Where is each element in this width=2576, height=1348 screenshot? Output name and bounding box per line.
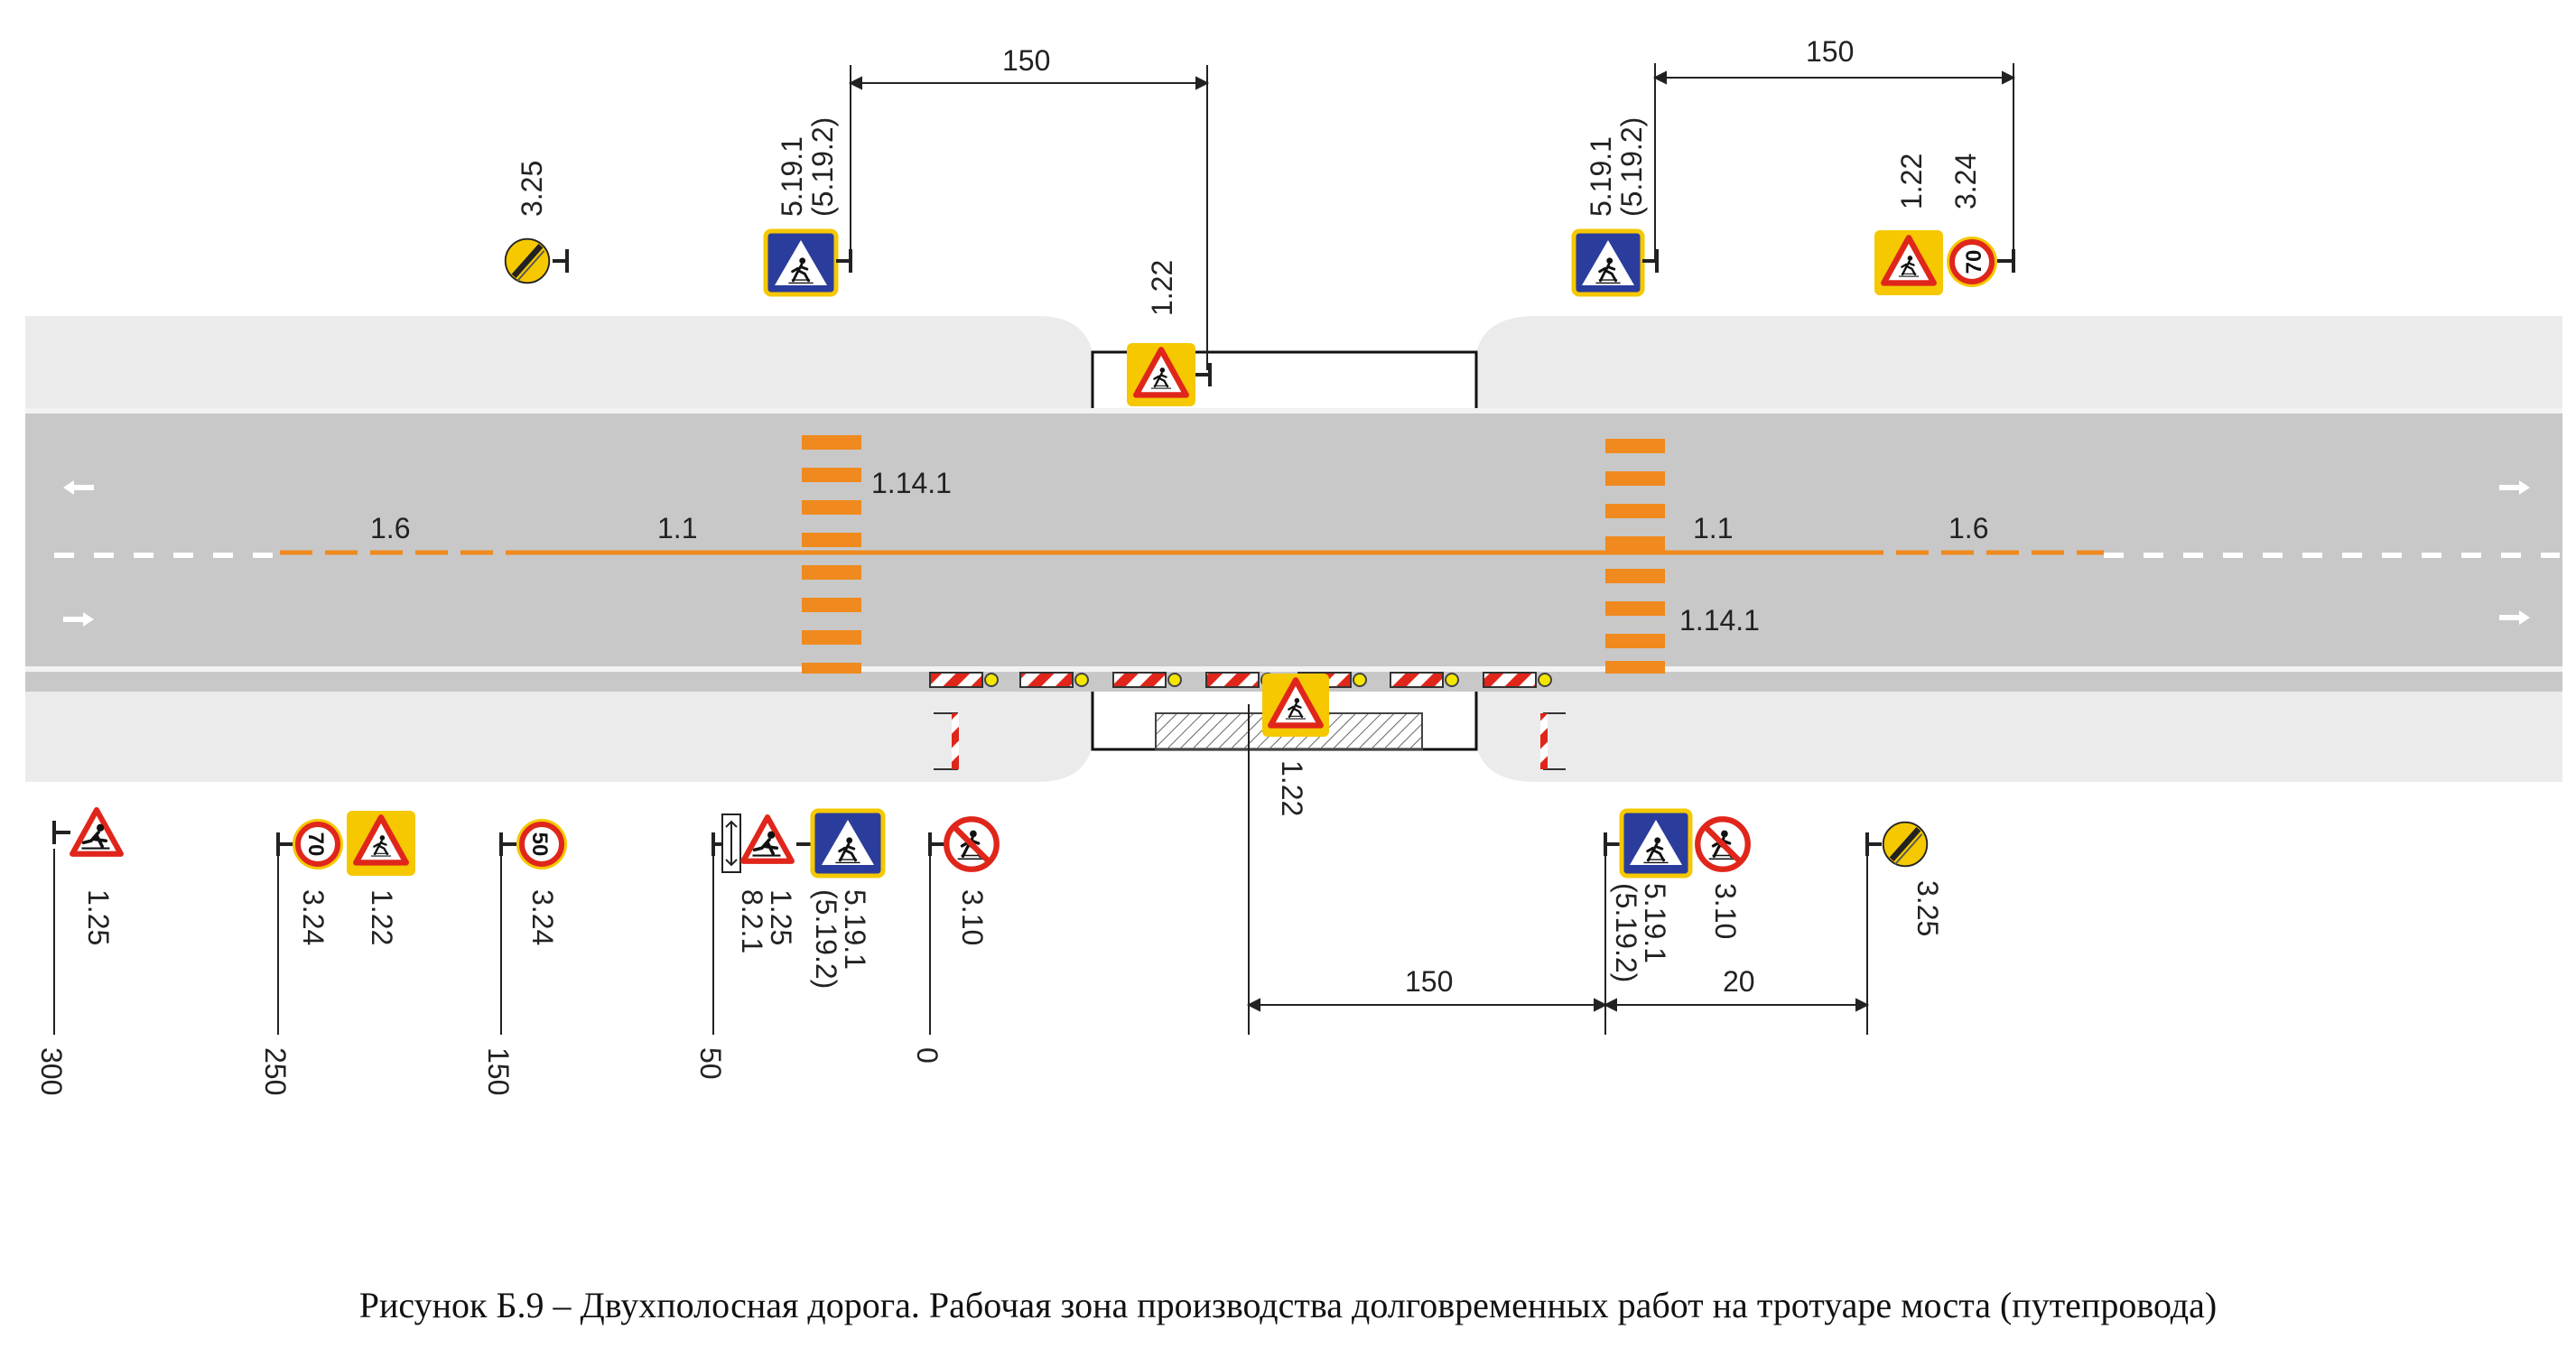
label-5-19-top-left-a: 5.19.1 [776, 136, 808, 217]
bridge-gap-top [1038, 316, 1535, 408]
end-restriction-icon [506, 239, 550, 284]
direction-arrows [63, 480, 2530, 627]
bridge-top-outline [1091, 350, 1478, 408]
sign-1-25-300: 1.25 [52, 810, 121, 945]
barriers [929, 672, 1566, 770]
lamp-icon [1167, 673, 1182, 687]
speed-limit-50: 50 [527, 832, 552, 857]
label-3-24-150: 3.24 [526, 889, 559, 945]
label-1-6-left: 1.6 [370, 512, 410, 544]
bottom-signs: 1.25 70 3.24 1.22 50 3.24 [52, 674, 1944, 989]
road-markings: 1.6 1.1 1.14.1 1.1 1.6 1.14.1 [54, 435, 2560, 674]
label-1-22-top: 1.22 [1146, 260, 1178, 316]
side-barrier-left-fill [952, 713, 959, 769]
label-zebra-left: 1.14.1 [871, 467, 952, 499]
distance-300: 300 [35, 1047, 68, 1095]
label-3-25-top: 3.25 [516, 161, 548, 217]
lamp-icon [1445, 673, 1459, 687]
dimensions [53, 63, 2016, 1035]
sign-1-22-bridge-top: 1.22 [1127, 260, 1212, 406]
label-1-22-250: 1.22 [366, 889, 398, 945]
sign-5-19-top-left: 5.19.1 (5.19.2) [763, 117, 852, 297]
top-signs: 3.25 5.19.1 (5.19.2) 1.22 5.19.1 (5.19.2… [506, 117, 2015, 406]
dim-bottom-20: 20 [1723, 965, 1755, 998]
label-5-19-top-right-b: (5.19.2) [1615, 117, 1648, 217]
lamp-icon [984, 673, 999, 687]
distance-50: 50 [694, 1047, 727, 1080]
label-1-6-right: 1.6 [1948, 512, 1988, 544]
distance-0: 0 [911, 1047, 944, 1064]
label-5-19-right-a: 5.19.1 [1639, 883, 1671, 963]
curb-top [25, 408, 2562, 414]
zebra-right [1605, 439, 1665, 674]
arrow-right-icon [63, 612, 94, 627]
end-restriction-icon [1883, 823, 1928, 867]
label-1-22-bottom: 1.22 [1276, 760, 1308, 816]
label-1-25-a: 1.25 [82, 889, 115, 945]
arrow-right-icon [2499, 610, 2530, 625]
no-pedestrians-icon [1697, 819, 1747, 869]
barrier-row [929, 672, 1537, 688]
sign-3-25-bottom: 3.25 [1865, 823, 1944, 936]
label-1-1-left: 1.1 [657, 512, 697, 544]
label-1-25-b: 1.25 [765, 889, 797, 945]
dim-bottom-150: 150 [1405, 965, 1453, 998]
sign-5-19-3-10-right: 5.19.1 (5.19.2) 3.10 [1604, 808, 1748, 982]
sign-5-19-top-right: 5.19.1 (5.19.2) [1571, 117, 1659, 297]
lamp-icon [1074, 673, 1089, 687]
distance-250: 250 [259, 1047, 292, 1095]
sign-3-24-1-22-250: 70 3.24 1.22 [276, 811, 415, 945]
distance-150: 150 [482, 1047, 515, 1095]
dim-top-right: 150 [1806, 35, 1854, 68]
label-5-19-b: (5.19.2) [810, 889, 842, 989]
curb-bottom [25, 666, 2562, 672]
sign-3-24-150: 50 3.24 [499, 819, 567, 945]
side-barrier-right-fill [1540, 713, 1548, 769]
no-pedestrians-icon [946, 819, 996, 869]
label-3-25-bottom: 3.25 [1911, 880, 1944, 936]
label-1-22-top-right: 1.22 [1895, 153, 1928, 209]
label-5-19-a: 5.19.1 [839, 889, 871, 970]
label-3-10-right: 3.10 [1709, 883, 1742, 939]
speed-limit-70-bottom: 70 [303, 832, 328, 857]
label-3-24-top-right: 3.24 [1949, 153, 1982, 209]
label-8-2-1: 8.2.1 [736, 889, 768, 953]
figure-caption: Рисунок Б.9 – Двухполосная дорога. Рабоч… [358, 1285, 2218, 1325]
arrow-left-icon [2499, 480, 2530, 495]
label-5-19-top-right-a: 5.19.1 [1585, 136, 1617, 217]
sign-3-25-top: 3.25 [506, 161, 569, 284]
road-works-icon [72, 810, 121, 854]
label-3-24-250: 3.24 [297, 889, 330, 945]
lamp-icon [1353, 673, 1367, 687]
label-1-1-right: 1.1 [1693, 512, 1733, 544]
label-5-19-right-b: (5.19.2) [1610, 883, 1642, 982]
carriageway [25, 408, 2562, 692]
lamp-icon [1538, 673, 1552, 687]
sign-1-22-3-24-top-right: 70 1.22 3.24 [1874, 153, 2015, 295]
label-zebra-right: 1.14.1 [1679, 604, 1760, 637]
arrow-left-icon [63, 480, 94, 495]
zebra-left [802, 435, 861, 674]
label-3-10: 3.10 [956, 889, 989, 945]
dim-top-left: 150 [1002, 44, 1050, 77]
sign-1-22-bridge-bottom: 1.22 [1262, 674, 1329, 816]
road-works-icon [743, 817, 792, 861]
label-5-19-top-left-b: (5.19.2) [806, 117, 839, 217]
speed-limit-70-top: 70 [1962, 250, 1986, 274]
distance-labels: 300 250 150 50 0 [35, 1047, 944, 1095]
sign-1-25-8-2-1-5-19-50: 1.25 8.2.1 5.19.1 (5.19.2) [711, 808, 886, 989]
sign-3-10-0: 3.10 [928, 819, 997, 945]
